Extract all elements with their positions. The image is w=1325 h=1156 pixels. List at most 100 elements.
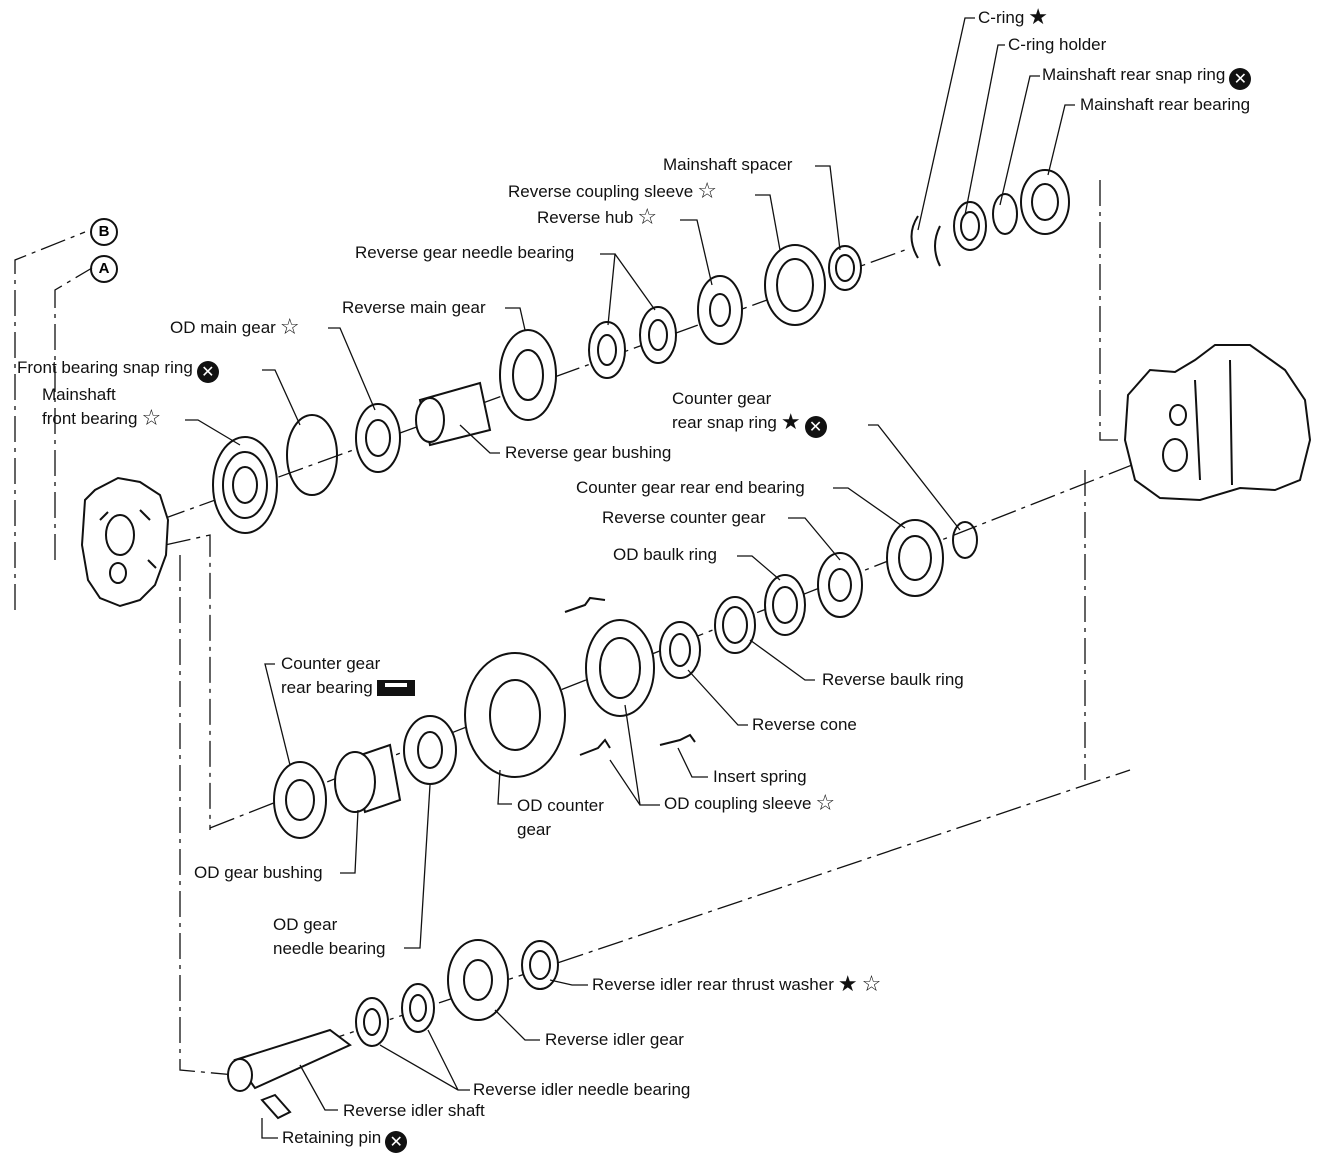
leader-od-main-gear — [328, 327, 376, 411]
ref-circle-b: B — [90, 218, 118, 246]
reverse-baulk-ring-part — [714, 596, 756, 654]
od-coupling-sleeve-part — [585, 619, 655, 717]
do-not-reuse-icon: ✕ — [1229, 68, 1252, 90]
leader-mainshaft-spacer — [815, 165, 841, 251]
leader-reverse-coupling-sleeve — [755, 194, 781, 251]
label-reverse-idler-rear-thrust-washer: Reverse idler rear thrust washer★☆ — [592, 972, 882, 997]
leader-counter-gear-rear-snap-ring — [868, 424, 961, 531]
reverse-coupling-sleeve-part — [764, 244, 826, 326]
label-retaining-pin: Retaining pin✕ — [282, 1128, 408, 1153]
label-c-ring-holder: C-ring holder — [1008, 35, 1107, 54]
label-reverse-baulk-ring: Reverse baulk ring — [822, 670, 964, 689]
label-counter-gear-rear-snap-ring-1: Counter gear — [672, 389, 772, 408]
label-front-bearing-snap-ring: Front bearing snap ring✕ — [17, 358, 219, 383]
black-star-icon: ★ — [780, 410, 801, 435]
do-not-reuse-icon: ✕ — [196, 361, 219, 383]
front-bearing-snap-ring — [286, 414, 338, 496]
do-not-reuse-icon: ✕ — [385, 1131, 408, 1153]
white-star-icon: ☆ — [815, 791, 836, 816]
label-reverse-idler-needle-bearing: Reverse idler needle bearing — [473, 1080, 691, 1099]
label-mainshaft-front-bearing-2: front bearing☆ — [42, 406, 162, 431]
label-counter-gear-rear-end-bearing: Counter gear rear end bearing — [576, 478, 805, 497]
special-tool-icon — [376, 680, 415, 696]
leader-reverse-idler-rear-thrust-washer — [549, 979, 588, 986]
leader-reverse-gear-bushing — [459, 424, 500, 454]
ref-circle-a: A — [90, 255, 118, 283]
white-star-icon: ☆ — [141, 406, 162, 431]
leader-mainshaft-rear-bearing — [1047, 104, 1075, 176]
reverse-needle-bearing-2 — [639, 306, 677, 364]
insert-spring-upper — [564, 596, 606, 613]
leader-od-gear-needle-bearing — [404, 784, 431, 949]
leader-front-bearing-snap-ring — [262, 369, 301, 426]
label-counter-gear-rear-bearing-2: rear bearing — [281, 678, 415, 698]
left-return-line — [164, 534, 211, 830]
leader-od-baulk-ring — [737, 555, 781, 581]
label-reverse-gear-needle-bearing: Reverse gear needle bearing — [355, 243, 575, 262]
white-star-icon: ☆ — [637, 205, 658, 230]
leader-reverse-baulk-ring — [749, 639, 815, 681]
insert-spring-right — [659, 733, 696, 746]
leader-retaining-pin — [261, 1118, 278, 1139]
label-reverse-gear-bushing: Reverse gear bushing — [505, 443, 672, 462]
label-od-gear-bushing: OD gear bushing — [194, 863, 323, 882]
leader-reverse-counter-gear — [788, 517, 841, 561]
reverse-cone-part — [659, 621, 701, 679]
label-od-gear-needle-bearing-1: OD gear — [273, 915, 338, 934]
label-counter-gear-rear-bearing-1: Counter gear — [281, 654, 381, 673]
reverse-idler-needle-bearing-2 — [401, 983, 435, 1033]
leader-reverse-hub — [680, 219, 713, 286]
leader-reverse-idler-needle-bearing — [379, 1029, 470, 1091]
ref-a-line — [54, 267, 93, 560]
label-reverse-cone: Reverse cone — [752, 715, 857, 734]
leader-c-ring — [917, 17, 975, 231]
leader-od-counter-gear — [497, 769, 512, 805]
label-c-ring: C-ring★ — [978, 5, 1049, 30]
leader-reverse-idler-shaft — [299, 1064, 338, 1111]
insert-spring-lower — [579, 738, 611, 756]
leader-od-coupling-sleeve — [609, 704, 660, 806]
label-mainshaft-rear-snap-ring: Mainshaft rear snap ring✕ — [1042, 65, 1252, 90]
counter-gear-rear-bearing-part — [273, 761, 327, 839]
counter-gear-rear-snap-ring-part — [952, 521, 978, 559]
black-star-icon: ★ — [1028, 5, 1049, 30]
black-star-icon: ★ — [837, 972, 858, 997]
c-ring-part — [910, 215, 941, 267]
od-counter-gear-part — [464, 652, 566, 778]
leader-reverse-needle-bearing — [600, 253, 656, 326]
leader-insert-spring — [677, 747, 708, 778]
leader-counter-gear-rear-bearing — [264, 663, 291, 766]
counter-gear-rear-end-bearing-part — [886, 519, 944, 597]
label-od-baulk-ring: OD baulk ring — [613, 545, 717, 564]
retaining-pin-part — [260, 1093, 292, 1120]
white-star-icon: ☆ — [279, 315, 300, 340]
reverse-idler-gear-part — [447, 939, 509, 1021]
ref-b-line — [14, 231, 86, 610]
white-star-icon: ☆ — [697, 179, 717, 204]
label-reverse-idler-shaft: Reverse idler shaft — [343, 1101, 485, 1120]
mainshaft-rear-bearing-part — [1020, 169, 1070, 235]
label-insert-spring: Insert spring — [713, 767, 807, 786]
do-not-reuse-icon: ✕ — [804, 416, 827, 438]
label-reverse-main-gear: Reverse main gear — [342, 298, 486, 317]
label-od-counter-gear-2: gear — [517, 820, 552, 839]
label-od-main-gear: OD main gear☆ — [170, 315, 300, 340]
reverse-idler-needle-bearing-1 — [355, 997, 389, 1047]
reverse-idler-rear-thrust-washer-part — [521, 940, 559, 990]
idler-axis — [239, 769, 1131, 1071]
leader-reverse-main-gear — [505, 307, 526, 331]
reverse-needle-bearing-1 — [588, 321, 626, 379]
od-baulk-ring-part — [764, 574, 806, 636]
label-reverse-hub: Reverse hub☆ — [537, 205, 658, 230]
od-main-gear-part — [355, 403, 401, 473]
front-bearing-retainer — [80, 476, 170, 608]
label-od-coupling-sleeve: OD coupling sleeve☆ — [664, 791, 836, 816]
leader-c-ring-holder — [964, 44, 1005, 216]
case-right-line — [1099, 180, 1120, 441]
c-ring-holder-part — [953, 201, 987, 251]
label-mainshaft-front-bearing-1: Mainshaft — [42, 385, 116, 404]
reverse-counter-gear-part — [817, 552, 863, 618]
leader-od-gear-bushing — [340, 809, 359, 874]
